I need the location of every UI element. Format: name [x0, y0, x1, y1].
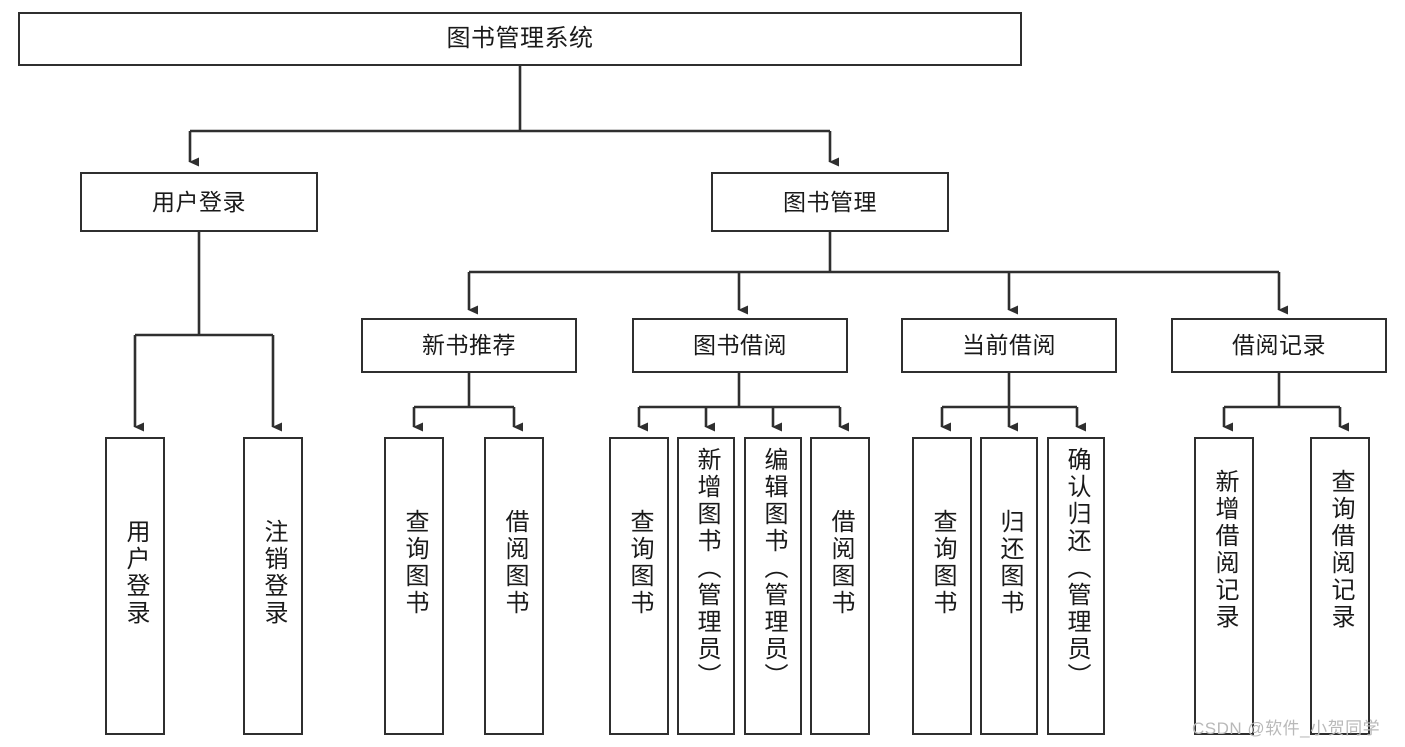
node-leaf-borrow-book-2-label: 借阅图书	[827, 509, 854, 617]
csdn-watermark: CSDN @软件_小贺同学	[1192, 719, 1381, 738]
node-leaf-user-logout-label: 注销登录	[260, 519, 287, 627]
node-new-book-recommend[interactable]: 新书推荐	[361, 318, 577, 373]
node-book-manage-label: 图书管理	[783, 188, 877, 215]
node-current-borrow[interactable]: 当前借阅	[901, 318, 1117, 373]
node-leaf-user-logout[interactable]: 注销登录	[243, 437, 303, 735]
node-leaf-query-record[interactable]: 查询借阅记录	[1310, 437, 1370, 735]
node-leaf-return-book[interactable]: 归还图书	[980, 437, 1038, 735]
node-user-login-label: 用户登录	[152, 188, 246, 215]
node-borrow-record-label: 借阅记录	[1232, 332, 1326, 359]
node-leaf-borrow-book-1-label: 借阅图书	[501, 509, 528, 617]
node-leaf-query-book-1-label: 查询图书	[401, 509, 428, 617]
node-new-book-recommend-label: 新书推荐	[422, 332, 516, 359]
node-user-login[interactable]: 用户登录	[80, 172, 318, 232]
node-leaf-query-book-2[interactable]: 查询图书	[609, 437, 669, 735]
node-leaf-edit-book-label: 编辑图书（管理员）	[760, 447, 787, 690]
node-leaf-query-book-1[interactable]: 查询图书	[384, 437, 444, 735]
node-leaf-add-record[interactable]: 新增借阅记录	[1194, 437, 1254, 735]
node-root[interactable]: 图书管理系统	[18, 12, 1022, 66]
node-leaf-add-book[interactable]: 新增图书（管理员）	[677, 437, 735, 735]
node-book-borrow[interactable]: 图书借阅	[632, 318, 848, 373]
node-leaf-borrow-book-2[interactable]: 借阅图书	[810, 437, 870, 735]
node-leaf-add-book-label: 新增图书（管理员）	[693, 447, 720, 690]
node-leaf-query-book-3[interactable]: 查询图书	[912, 437, 972, 735]
node-leaf-return-book-label: 归还图书	[996, 509, 1023, 617]
node-book-borrow-label: 图书借阅	[693, 332, 787, 359]
node-leaf-user-login[interactable]: 用户登录	[105, 437, 165, 735]
node-leaf-confirm-return[interactable]: 确认归还（管理员）	[1047, 437, 1105, 735]
node-leaf-query-book-3-label: 查询图书	[929, 509, 956, 617]
node-borrow-record[interactable]: 借阅记录	[1171, 318, 1387, 373]
node-leaf-borrow-book-1[interactable]: 借阅图书	[484, 437, 544, 735]
node-leaf-query-book-2-label: 查询图书	[626, 509, 653, 617]
node-book-manage[interactable]: 图书管理	[711, 172, 949, 232]
node-leaf-user-login-label: 用户登录	[122, 519, 149, 627]
node-root-label: 图书管理系统	[446, 25, 594, 53]
node-leaf-edit-book[interactable]: 编辑图书（管理员）	[744, 437, 802, 735]
node-leaf-query-record-label: 查询借阅记录	[1327, 469, 1354, 631]
node-leaf-confirm-return-label: 确认归还（管理员）	[1063, 447, 1090, 690]
node-leaf-add-record-label: 新增借阅记录	[1211, 469, 1238, 631]
node-current-borrow-label: 当前借阅	[962, 332, 1056, 359]
